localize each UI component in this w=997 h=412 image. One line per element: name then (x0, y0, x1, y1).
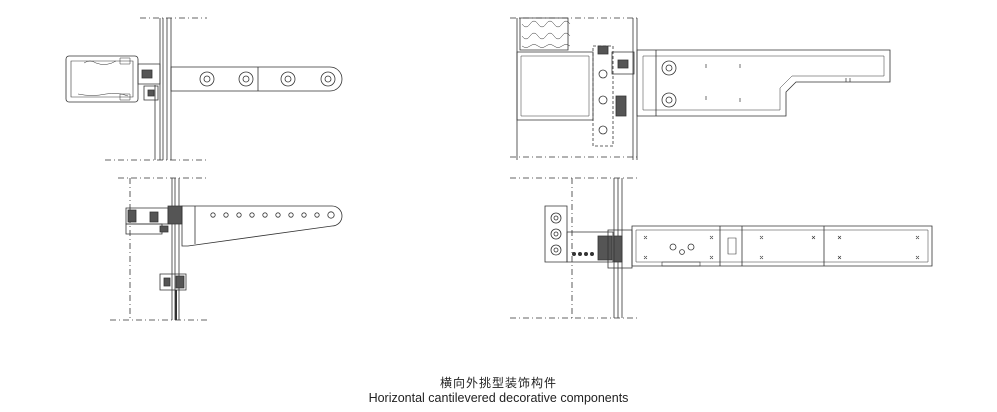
detail-bottom-right (510, 178, 932, 318)
tapered-fin (182, 206, 342, 246)
caption-chinese: 横向外挑型装饰构件 (439, 376, 557, 390)
cantilever-fin (171, 67, 342, 91)
caption-english: Horizontal cantilevered decorative compo… (368, 391, 629, 405)
hollow-profile-left (66, 56, 138, 102)
insulation-block (520, 18, 570, 50)
frame-cluster-upper (126, 206, 182, 234)
mullion-connector (138, 64, 160, 100)
box-fin (632, 226, 932, 266)
detail-bottom-left (110, 178, 342, 320)
detail-top-left (66, 18, 342, 160)
detail-top-right (510, 18, 890, 160)
wing-profile (637, 50, 890, 116)
frame-cluster-lower (160, 274, 186, 320)
bracket (567, 230, 632, 268)
anchor-plate (545, 206, 567, 262)
